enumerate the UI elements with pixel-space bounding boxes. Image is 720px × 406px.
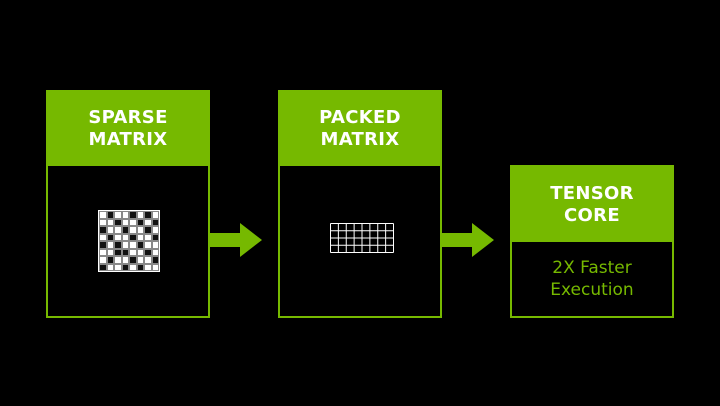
sparse-matrix-cell — [144, 218, 152, 226]
sparse-matrix-cell — [144, 256, 152, 264]
sparse-matrix-cell — [114, 233, 122, 241]
sparse-matrix-cell — [151, 256, 159, 264]
sparse-matrix-cell — [114, 248, 122, 256]
sparse-matrix-cell — [99, 263, 107, 271]
tensor-core-box: TENSOR CORE 2X Faster Execution — [510, 165, 674, 318]
sparse-matrix-cell — [144, 226, 152, 234]
sparse-matrix-cell — [114, 218, 122, 226]
sparse-matrix-cell — [106, 248, 114, 256]
right-arrow-icon — [210, 223, 262, 257]
sparse-matrix-cell — [136, 211, 144, 219]
sparse-matrix-cell — [151, 211, 159, 219]
sparse-matrix-cell — [136, 256, 144, 264]
sparse-matrix-cell — [136, 241, 144, 249]
sparse-matrix-cell — [136, 263, 144, 271]
sparse-matrix-cell — [129, 256, 137, 264]
sparse-matrix-cell — [121, 226, 129, 234]
sparse-matrix-cell — [121, 233, 129, 241]
packed-matrix-title: PACKED MATRIX — [319, 107, 401, 150]
sparse-matrix-cell — [144, 211, 152, 219]
sparse-matrix-cell — [114, 263, 122, 271]
sparse-matrix-cell — [99, 218, 107, 226]
sparse-matrix-cell — [106, 226, 114, 234]
sparse-matrix-cell — [136, 218, 144, 226]
sparse-matrix-cell — [114, 211, 122, 219]
sparse-matrix-title: SPARSE MATRIX — [88, 107, 168, 150]
sparse-matrix-cell — [99, 241, 107, 249]
sparse-matrix-grid — [98, 210, 160, 272]
sparse-matrix-cell — [99, 226, 107, 234]
sparse-matrix-cell — [121, 256, 129, 264]
sparse-matrix-cell — [114, 241, 122, 249]
packed-matrix-header: PACKED MATRIX — [280, 92, 440, 166]
sparse-matrix-cell — [121, 263, 129, 271]
sparse-matrix-cell — [129, 218, 137, 226]
sparse-matrix-cell — [114, 226, 122, 234]
sparse-matrix-cell — [99, 233, 107, 241]
sparse-matrix-cell — [144, 241, 152, 249]
sparse-matrix-header: SPARSE MATRIX — [48, 92, 208, 166]
sparse-matrix-cell — [99, 211, 107, 219]
packed-matrix-box: PACKED MATRIX — [278, 90, 442, 318]
sparse-matrix-cell — [151, 241, 159, 249]
sparse-matrix-cell — [144, 233, 152, 241]
sparse-matrix-cell — [136, 233, 144, 241]
tensor-core-title: TENSOR CORE — [550, 182, 634, 226]
sparse-matrix-cell — [129, 211, 137, 219]
sparse-matrix-cell — [106, 233, 114, 241]
sparse-matrix-cell — [151, 263, 159, 271]
sparse-matrix-cell — [151, 218, 159, 226]
sparse-matrix-cell — [121, 248, 129, 256]
sparse-matrix-cell — [99, 256, 107, 264]
sparse-matrix-cell — [129, 241, 137, 249]
sparse-matrix-cell — [129, 263, 137, 271]
sparse-matrix-cell — [121, 218, 129, 226]
sparse-matrix-cell — [129, 248, 137, 256]
sparse-matrix-cell — [144, 263, 152, 271]
sparse-matrix-cell — [136, 226, 144, 234]
sparse-matrix-cell — [129, 233, 137, 241]
sparse-matrix-cell — [144, 248, 152, 256]
sparse-matrix-cell — [121, 211, 129, 219]
sparse-matrix-cell — [121, 241, 129, 249]
sparse-matrix-cell — [151, 226, 159, 234]
sparse-matrix-cell — [106, 256, 114, 264]
sparse-matrix-cell — [106, 211, 114, 219]
sparse-matrix-cell — [151, 233, 159, 241]
packed-matrix-grid — [330, 223, 394, 253]
right-arrow-icon — [442, 223, 494, 257]
sparse-matrix-cell — [106, 241, 114, 249]
sparse-matrix-cell — [106, 218, 114, 226]
sparse-matrix-cell — [106, 263, 114, 271]
sparse-matrix-box: SPARSE MATRIX — [46, 90, 210, 318]
sparse-matrix-cell — [151, 248, 159, 256]
tensor-core-speedup: 2X Faster Execution — [550, 258, 634, 300]
sparse-matrix-cell — [99, 248, 107, 256]
sparse-matrix-cell — [136, 248, 144, 256]
sparse-matrix-cell — [114, 256, 122, 264]
sparse-matrix-cell — [129, 226, 137, 234]
tensor-core-header: TENSOR CORE — [512, 167, 672, 242]
